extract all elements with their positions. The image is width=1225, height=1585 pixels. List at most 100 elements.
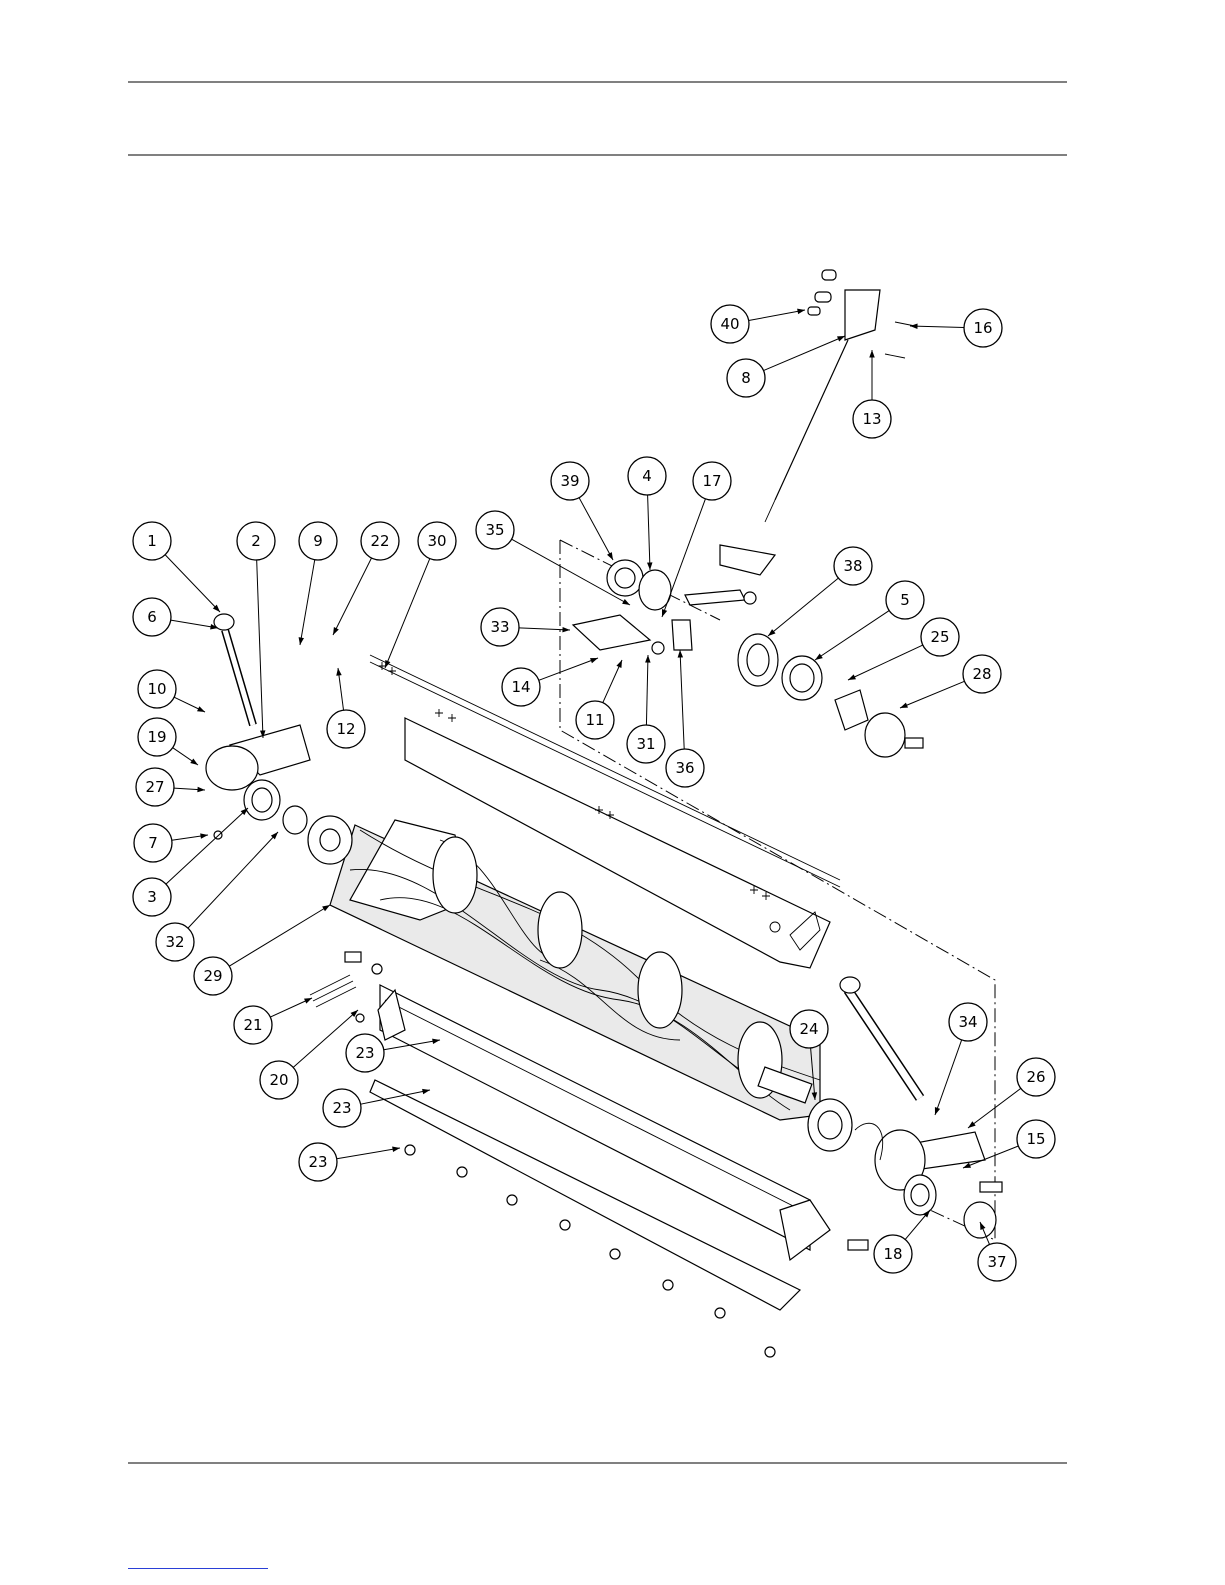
callout-label: 29: [203, 967, 222, 985]
callout-leader: [935, 1040, 962, 1115]
callout-18: 18: [874, 1210, 930, 1273]
callout-34: 34: [935, 1003, 987, 1115]
callout-33: 33: [481, 608, 570, 646]
callout-arrowhead: [304, 998, 312, 1004]
callout-label: 23: [355, 1044, 374, 1062]
callout-leader: [815, 611, 889, 660]
callout-label: 19: [147, 728, 166, 746]
callout-7: 7: [134, 824, 208, 862]
callout-arrowhead: [590, 658, 598, 663]
callout-leader: [646, 655, 648, 725]
callout-arrowhead: [869, 350, 874, 358]
callout-arrowhead: [968, 1121, 976, 1128]
callout-arrowhead: [616, 660, 622, 668]
callout-label: 23: [332, 1099, 351, 1117]
right-drive-housing: [738, 634, 923, 757]
callout-arrowhead: [910, 323, 918, 328]
callout-label: 1: [147, 532, 157, 550]
callout-label: 34: [958, 1013, 977, 1031]
callout-label: 16: [973, 319, 992, 337]
left-adjuster-rod: [214, 614, 253, 725]
callout-leader: [166, 808, 248, 884]
callout-9: 9: [299, 522, 337, 645]
callout-arrowhead: [815, 654, 823, 660]
callout-leader: [763, 336, 845, 371]
callout-arrowhead: [935, 1107, 940, 1115]
callout-label: 35: [485, 521, 504, 539]
callout-leader: [539, 658, 598, 680]
callout-arrowhead: [645, 655, 650, 663]
callout-4: 4: [628, 457, 666, 570]
callout-23: 23: [299, 1143, 400, 1181]
callout-leader: [968, 1088, 1021, 1128]
callout-label: 40: [720, 315, 739, 333]
callout-label: 6: [147, 608, 157, 626]
callout-14: 14: [502, 658, 598, 706]
callout-label: 14: [511, 678, 530, 696]
callout-leader: [300, 560, 315, 645]
callout-label: 15: [1026, 1130, 1045, 1148]
bedbar-spring: [310, 952, 382, 1022]
callout-leader: [188, 832, 278, 928]
footer-link-underline[interactable]: [128, 1568, 268, 1569]
callout-6: 6: [133, 598, 218, 636]
callout-21: 21: [234, 998, 312, 1044]
callout-32: 32: [156, 832, 278, 961]
callout-arrowhead: [392, 1147, 400, 1152]
callout-label: 31: [636, 735, 655, 753]
callout-arrowhead: [647, 562, 652, 570]
callout-leader: [749, 310, 805, 321]
reel-assembly: [330, 820, 820, 1120]
callout-label: 3: [147, 888, 157, 906]
callout-31: 31: [627, 655, 665, 763]
callout-arrowhead: [197, 706, 205, 712]
callout-5: 5: [815, 581, 924, 660]
callout-leader: [910, 326, 964, 327]
callout-11: 11: [576, 660, 622, 739]
callout-label: 18: [883, 1245, 902, 1263]
callout-leader: [648, 495, 650, 570]
callout-16: 16: [910, 309, 1002, 347]
callout-label: 2: [251, 532, 261, 550]
callout-label: 12: [336, 720, 355, 738]
callout-20: 20: [260, 1010, 358, 1099]
callout-arrowhead: [797, 309, 805, 314]
callout-label: 21: [243, 1016, 262, 1034]
callout-label: 7: [148, 834, 158, 852]
callout-10: 10: [138, 670, 205, 712]
callout-arrowhead: [900, 703, 908, 708]
callout-label: 27: [145, 778, 164, 796]
callout-label: 38: [843, 557, 862, 575]
callout-label: 36: [675, 759, 694, 777]
callout-label: 37: [987, 1253, 1006, 1271]
callout-leader: [900, 681, 964, 708]
callout-leader: [680, 650, 684, 749]
callout-label: 13: [862, 410, 881, 428]
callout-arrowhead: [190, 758, 198, 765]
callout-label: 8: [741, 369, 751, 387]
callout-label: 5: [900, 591, 910, 609]
callout-13: 13: [853, 350, 891, 438]
callout-35: 35: [476, 511, 630, 605]
callout-label: 4: [642, 467, 652, 485]
callout-36: 36: [666, 650, 704, 787]
callout-label: 28: [972, 665, 991, 683]
callout-8: 8: [727, 336, 845, 397]
callout-label: 9: [313, 532, 323, 550]
callout-arrowhead: [662, 609, 667, 617]
callout-arrowhead: [678, 650, 683, 658]
callout-arrowhead: [837, 336, 845, 341]
height-of-cut-block: [765, 270, 915, 522]
callout-28: 28: [900, 655, 1001, 708]
callout-label: 32: [165, 933, 184, 951]
callout-label: 22: [370, 532, 389, 550]
callout-label: 25: [930, 628, 949, 646]
callout-26: 26: [968, 1058, 1055, 1128]
callout-leader: [257, 560, 263, 738]
callout-label: 23: [308, 1153, 327, 1171]
callout-label: 11: [585, 711, 604, 729]
callout-29: 29: [194, 905, 330, 995]
callout-label: 20: [269, 1071, 288, 1089]
callout-arrowhead: [322, 905, 330, 911]
